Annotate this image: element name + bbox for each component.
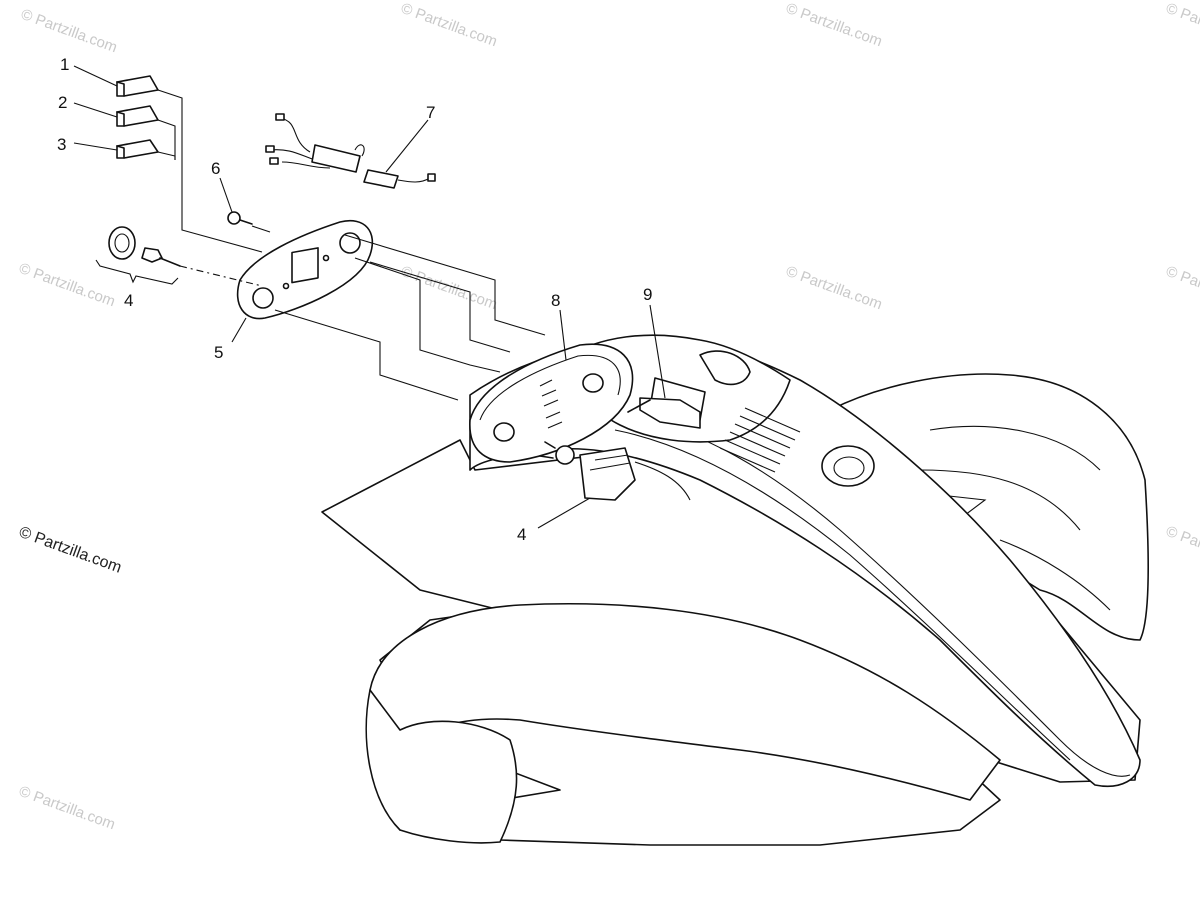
callout-1: 1 bbox=[60, 55, 69, 74]
switch-assembly bbox=[539, 441, 691, 501]
callout-6: 6 bbox=[211, 159, 220, 178]
rear-fender bbox=[321, 334, 1150, 846]
callout-leaders bbox=[73, 65, 666, 529]
callout-3: 3 bbox=[57, 135, 66, 154]
callout-7: 7 bbox=[426, 103, 435, 122]
callout-5: 5 bbox=[214, 343, 223, 362]
light-assembly bbox=[627, 397, 701, 429]
partzilla-credit: © Partzilla.com bbox=[17, 524, 124, 577]
wire-harness bbox=[265, 113, 436, 189]
callout-8: 8 bbox=[551, 291, 560, 310]
callout-4-key: 4 bbox=[124, 291, 133, 310]
watermark: © Partzilla.com bbox=[1164, 0, 1200, 50]
mounting-panel bbox=[469, 343, 634, 463]
watermark: © Partzilla.com bbox=[1164, 263, 1200, 314]
bezel-plate bbox=[236, 219, 374, 320]
key-group-brace bbox=[95, 259, 179, 285]
watermark: © Partzilla.com bbox=[19, 6, 120, 57]
watermark: © Partzilla.com bbox=[17, 260, 118, 311]
screw bbox=[227, 211, 253, 225]
watermark: © Partzilla.com bbox=[784, 263, 885, 314]
watermark: © Partzilla.com bbox=[399, 263, 500, 314]
callout-9: 9 bbox=[643, 285, 652, 304]
switch-button-1 bbox=[116, 75, 159, 97]
callout-labels: 1 2 3 4 5 6 7 8 9 4 bbox=[57, 55, 652, 544]
watermark: © Partzilla.com bbox=[17, 783, 118, 834]
deck-grip-lines bbox=[719, 407, 801, 473]
watermark: © Partzilla.com bbox=[399, 0, 500, 50]
ignition-key bbox=[108, 226, 181, 267]
switch-button-2 bbox=[116, 105, 159, 127]
callout-2: 2 bbox=[58, 93, 67, 112]
leader-lines bbox=[157, 89, 546, 401]
watermark: © Partzilla.com bbox=[1164, 523, 1200, 574]
callout-4-switch: 4 bbox=[517, 525, 526, 544]
watermark: © Partzilla.com bbox=[784, 0, 885, 50]
switch-button-3 bbox=[116, 139, 159, 159]
